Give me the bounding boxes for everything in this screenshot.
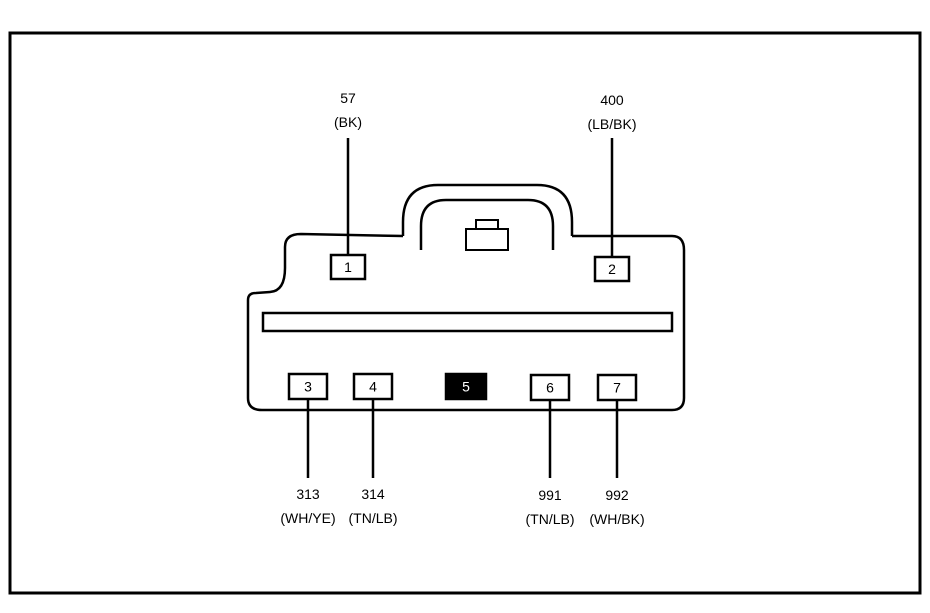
pin-cavity-4	[352, 372, 394, 401]
wire-color-7: (WH/BK)	[589, 511, 644, 527]
pin-number-5: 5	[462, 379, 470, 395]
pin-cavity-7	[596, 373, 638, 402]
latch-button	[475, 219, 499, 230]
pin-number-7: 7	[613, 380, 621, 396]
circuit-number-7: 992	[605, 487, 629, 503]
circuit-number-2: 400	[600, 92, 624, 108]
circuit-number-3: 313	[296, 486, 320, 502]
pin-cavity-5	[444, 372, 488, 401]
pin-cavity-1	[329, 253, 367, 281]
connector-latch	[401, 183, 574, 236]
pin-group: 157(BK)2400(LB/BK)3313(WH/YE)4314(TN/LB)…	[280, 90, 644, 527]
wire-color-6: (TN/LB)	[526, 511, 575, 527]
pin-number-3: 3	[304, 379, 312, 395]
latch-base	[465, 228, 509, 251]
circuit-number-6: 991	[538, 487, 562, 503]
circuit-number-4: 314	[361, 486, 385, 502]
connector-latch-inner	[419, 198, 555, 250]
pin-cavity-2	[593, 255, 631, 283]
wire-color-2: (LB/BK)	[587, 116, 636, 132]
connector-body	[246, 232, 686, 412]
wire-color-4: (TN/LB)	[349, 510, 398, 526]
pin-cavity-6	[529, 373, 571, 402]
pin-number-6: 6	[546, 380, 554, 396]
outer-border	[8, 31, 922, 595]
pin-number-4: 4	[369, 379, 377, 395]
pin-number-1: 1	[344, 259, 352, 275]
circuit-number-1: 57	[340, 90, 356, 106]
wire-color-1: (BK)	[334, 114, 362, 130]
connector-slot	[261, 311, 674, 333]
pin-number-2: 2	[608, 261, 616, 277]
pin-cavity-3	[287, 372, 329, 401]
wire-color-3: (WH/YE)	[280, 510, 335, 526]
